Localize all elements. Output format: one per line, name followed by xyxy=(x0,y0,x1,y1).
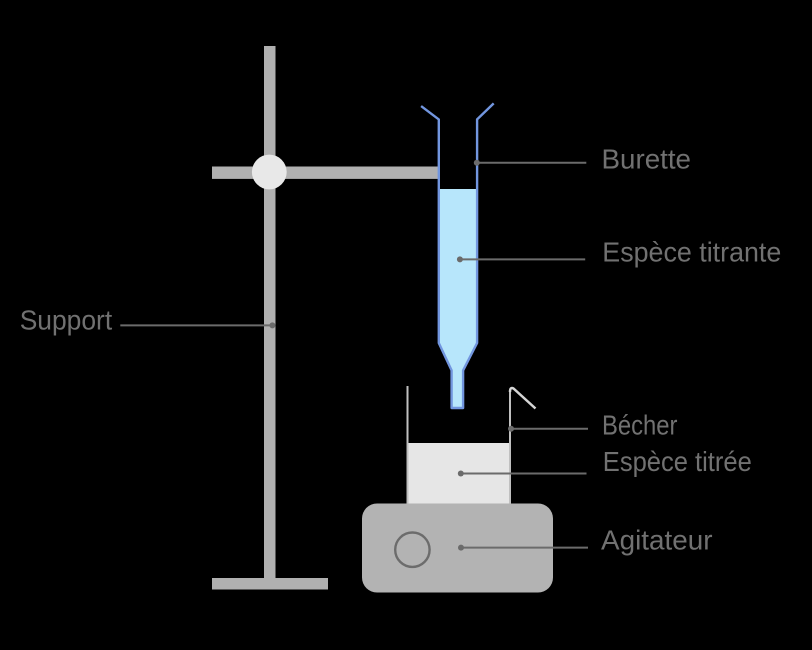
svg-text:Bécher: Bécher xyxy=(602,410,678,441)
svg-text:Support: Support xyxy=(20,305,113,336)
svg-text:Espèce titrante: Espèce titrante xyxy=(602,236,781,267)
svg-text:Agitateur: Agitateur xyxy=(601,525,713,556)
svg-text:Burette: Burette xyxy=(602,144,692,175)
svg-text:Espèce titrée: Espèce titrée xyxy=(603,446,752,477)
